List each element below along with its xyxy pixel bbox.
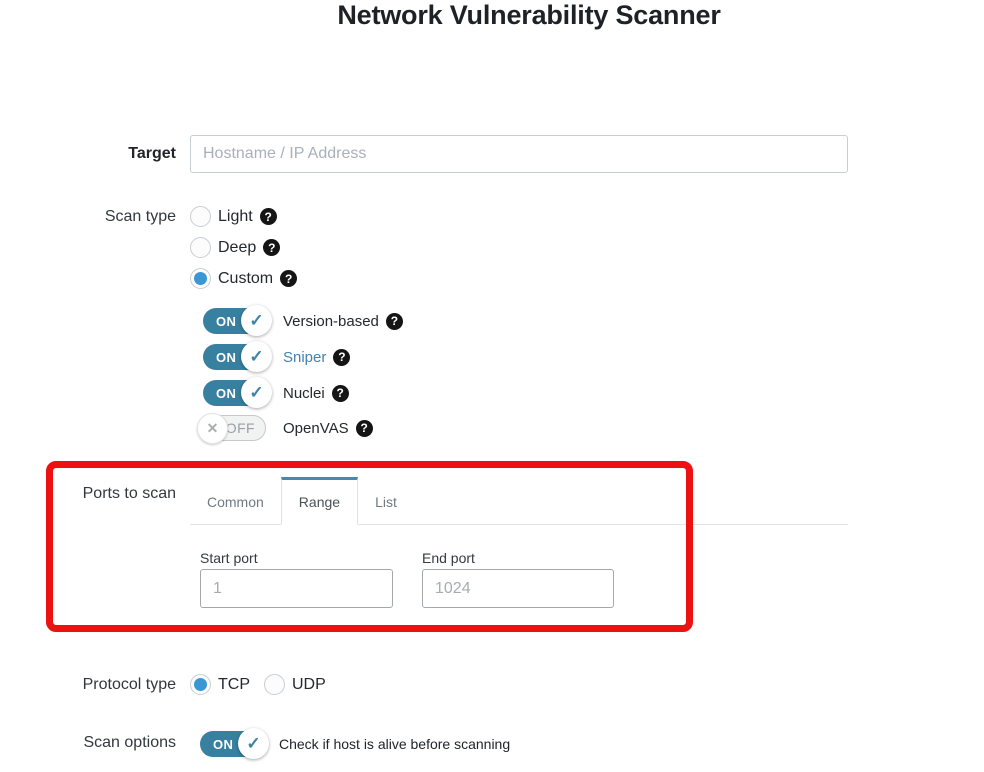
radio-deep[interactable] [190,237,211,258]
toggle-row-host-alive: ON ✓ Check if host is alive before scann… [200,728,511,759]
target-input[interactable] [190,135,848,173]
radio-custom-label[interactable]: Custom [218,269,274,287]
sniper-toggle[interactable]: ON ✓ [203,341,272,372]
check-icon: ✓ [249,382,264,402]
help-icon[interactable]: ? [259,208,277,225]
page-title: Network Vulnerability Scanner [337,0,721,30]
scan-type-option-custom[interactable]: Custom ? [190,268,298,289]
host-alive-toggle[interactable]: ON ✓ [200,728,269,759]
sniper-label-link[interactable]: Sniper [283,348,327,366]
version-based-label: Version-based [283,312,379,330]
toggle-row-version-based: ON ✓ Version-based ? [203,305,403,336]
help-icon[interactable]: ? [355,419,373,437]
protocol-options: TCP UDP [190,674,326,695]
toggle-knob[interactable]: ✓ [238,728,269,759]
help-icon[interactable]: ? [263,239,281,256]
help-icon[interactable]: ? [333,348,351,366]
radio-deep-label[interactable]: Deep [218,238,257,256]
scan-type-option-deep[interactable]: Deep ? [190,237,281,258]
help-icon[interactable]: ? [280,270,298,287]
check-icon: ✓ [249,310,264,330]
radio-custom[interactable] [190,268,211,289]
target-label: Target [128,145,176,162]
toggle-state-text: ON [216,385,237,401]
cross-icon: ✕ [206,419,219,436]
openvas-label: OpenVAS [283,419,349,437]
protocol-type-label: Protocol type [82,676,176,693]
toggle-knob[interactable]: ✓ [241,341,272,372]
toggle-row-openvas: OFF ✕ OpenVAS ? [197,412,373,444]
toggle-row-sniper: ON ✓ Sniper ? [203,341,351,372]
toggle-state-text: ON [216,349,237,365]
scan-type-option-light[interactable]: Light ? [190,206,277,227]
radio-udp-label[interactable]: UDP [292,675,326,693]
nuclei-toggle[interactable]: ON ✓ [203,377,272,408]
start-port-input[interactable] [200,569,393,608]
start-port-label: Start port [200,550,258,566]
radio-udp[interactable] [264,674,285,695]
version-based-toggle[interactable]: ON ✓ [203,305,272,336]
check-icon: ✓ [249,346,264,366]
radio-light[interactable] [190,206,211,227]
toggle-row-nuclei: ON ✓ Nuclei ? [203,377,349,408]
scan-type-label: Scan type [104,208,176,225]
toggle-state-text: ON [213,736,234,752]
end-port-label: End port [422,550,475,566]
ports-to-scan-label: Ports to scan [82,485,176,502]
tab-common[interactable]: Common [207,494,264,510]
tab-list[interactable]: List [375,494,397,510]
help-icon[interactable]: ? [385,312,403,330]
radio-tcp[interactable] [190,674,211,695]
check-icon: ✓ [246,733,261,753]
toggle-knob[interactable]: ✓ [241,305,272,336]
end-port-input[interactable] [422,569,614,608]
toggle-knob[interactable]: ✓ [241,377,272,408]
tab-range[interactable]: Range [280,477,359,525]
help-icon[interactable]: ? [331,384,349,402]
toggle-knob[interactable]: ✕ [197,412,228,444]
openvas-toggle[interactable]: OFF ✕ [197,412,266,444]
toggle-state-text: OFF [225,420,255,436]
radio-light-label[interactable]: Light [218,207,253,225]
toggle-state-text: ON [216,313,237,329]
ports-tabbar: Common Range List [190,477,848,525]
scan-options-label: Scan options [83,734,176,751]
radio-tcp-label[interactable]: TCP [218,675,250,693]
host-alive-label: Check if host is alive before scanning [279,736,511,752]
nuclei-label: Nuclei [283,384,325,402]
